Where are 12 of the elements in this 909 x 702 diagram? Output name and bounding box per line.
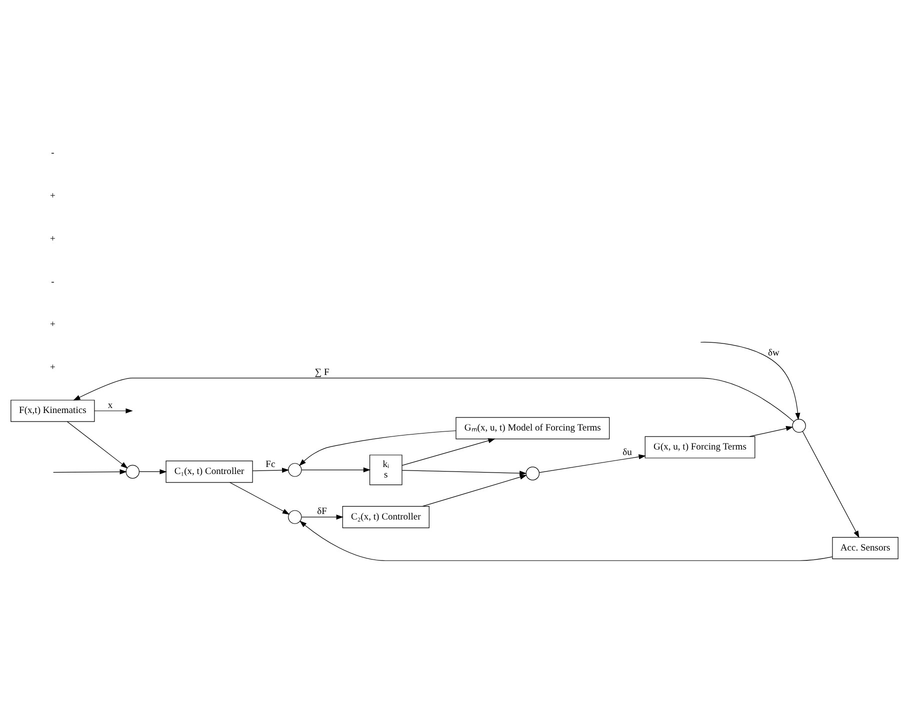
edge-label: ∑ F bbox=[314, 366, 330, 378]
edge-label: Fc bbox=[266, 458, 276, 470]
edge-label: δu bbox=[622, 446, 632, 458]
edge-label: x bbox=[108, 399, 113, 410]
label: + bbox=[50, 318, 56, 330]
label: + bbox=[50, 362, 56, 373]
label: + bbox=[50, 232, 56, 244]
edge-label: δF bbox=[317, 505, 327, 516]
label: - bbox=[51, 146, 54, 158]
label: + bbox=[50, 190, 56, 201]
edge-label: δw bbox=[768, 346, 780, 358]
label: - bbox=[51, 276, 54, 287]
